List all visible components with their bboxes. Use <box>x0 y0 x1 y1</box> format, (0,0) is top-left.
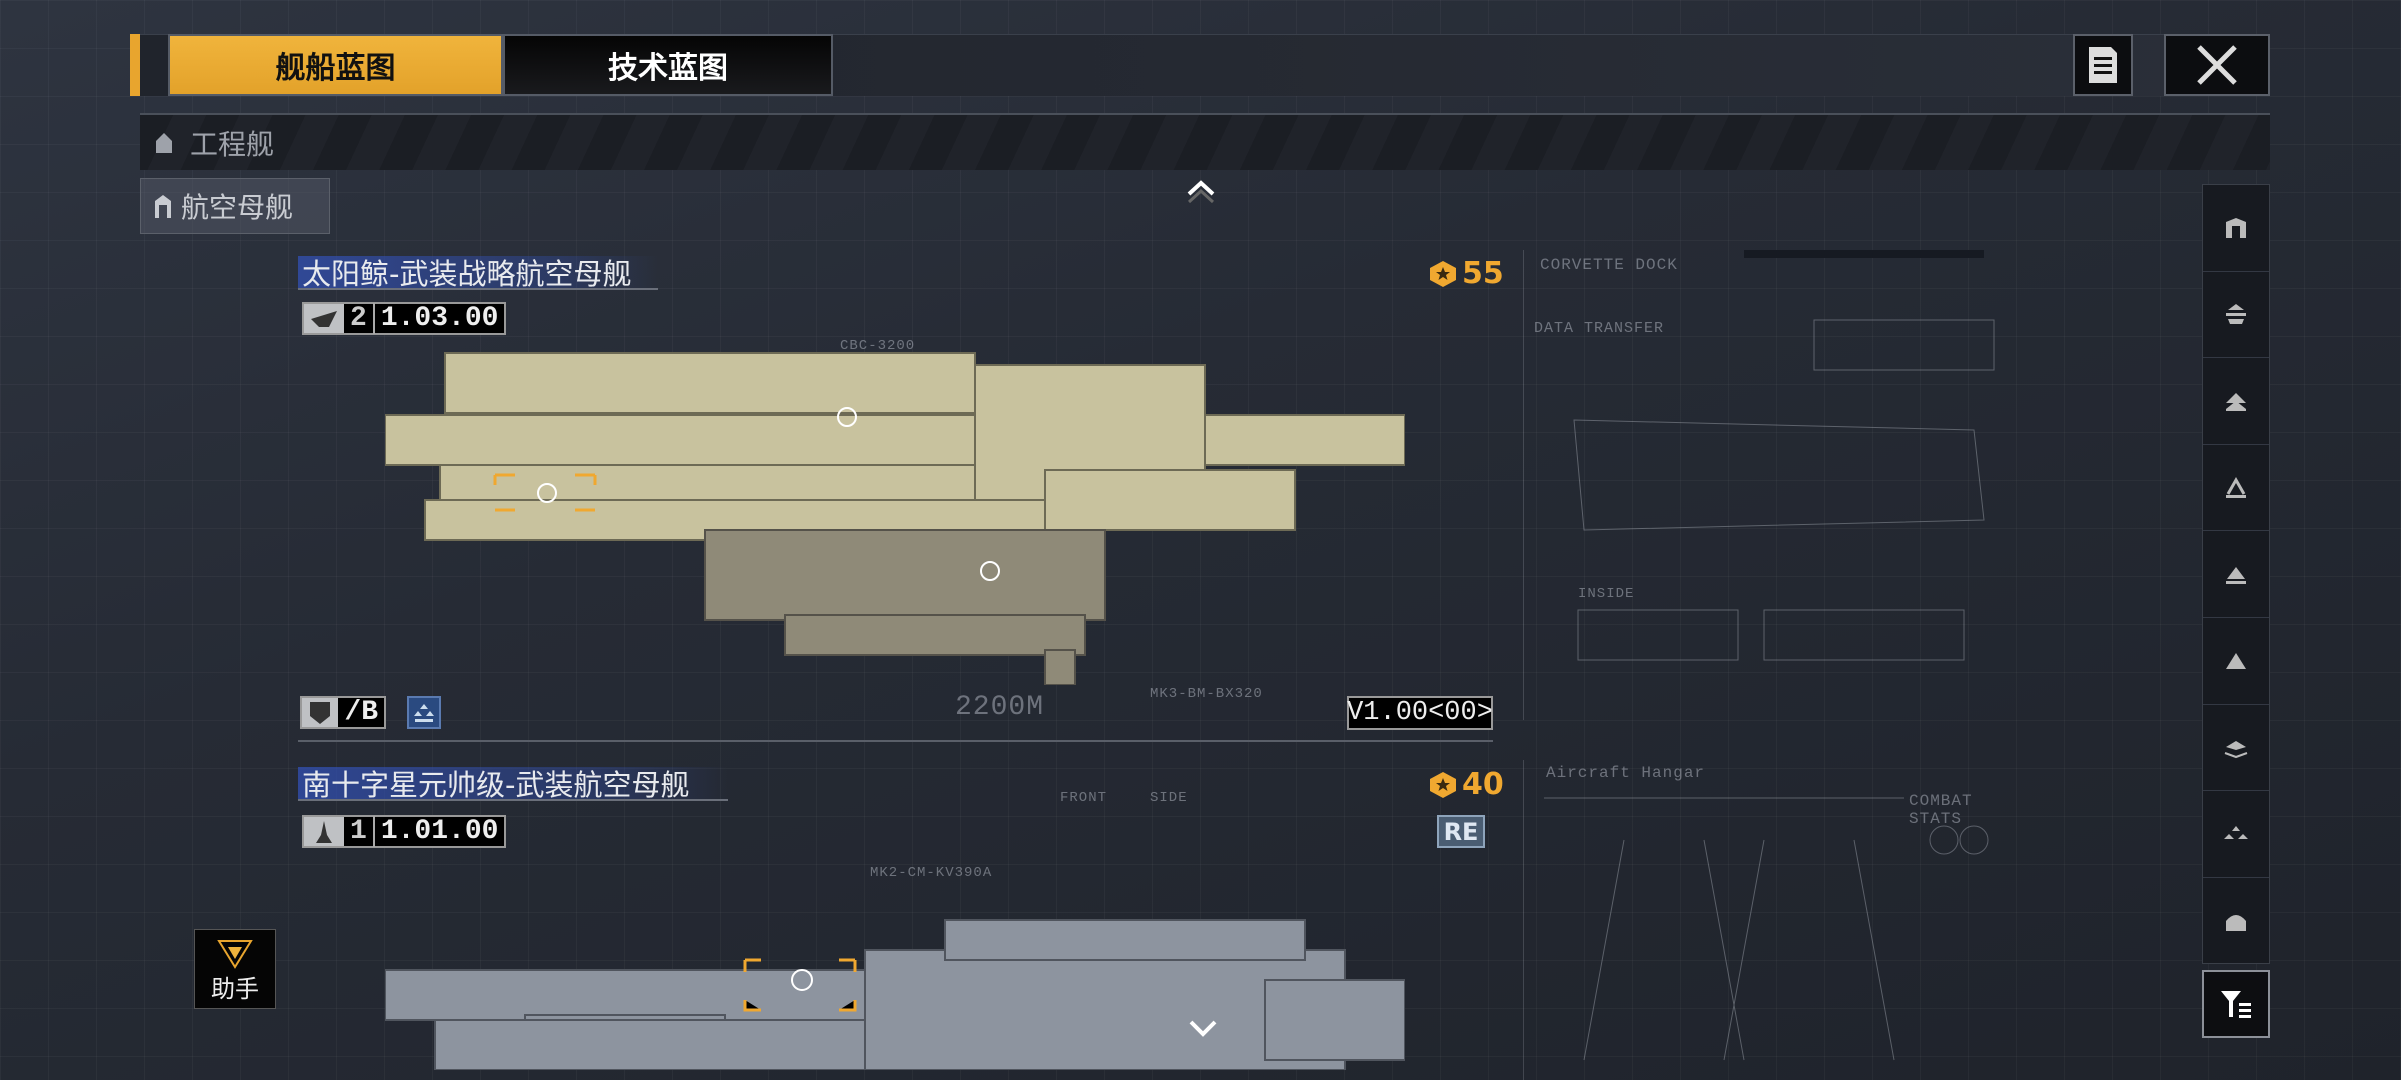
squadron-icon <box>2224 825 2248 839</box>
destroyer-class-icon <box>2226 476 2246 498</box>
scroll-down-chevron-icon[interactable] <box>1188 1016 1218 1040</box>
sidebar-item-hangar[interactable] <box>2203 185 2269 272</box>
ship-name: 太阳鲸-武装战略航空母舰 <box>298 256 658 291</box>
carrier-icon <box>155 195 171 218</box>
squadron-type-badge <box>407 696 441 729</box>
document-list-button[interactable] <box>2073 34 2133 96</box>
sidebar-item-destroyer[interactable] <box>2203 445 2269 532</box>
corvette-class-icon <box>2226 652 2246 669</box>
blueprint-panel-2: Aircraft Hangar COMBAT STATS <box>1523 760 2003 1080</box>
ship-image-sun-whale[interactable] <box>385 345 1405 685</box>
squadron-icon <box>414 703 434 722</box>
rank-star-icon <box>1430 260 1456 287</box>
sidebar-item-squadron[interactable] <box>2203 791 2269 878</box>
accent-stripe <box>130 34 140 96</box>
sidebar-item-frigate[interactable] <box>2203 531 2269 618</box>
sidebar-item-corvette[interactable] <box>2203 618 2269 705</box>
filter-icon <box>2221 991 2251 1018</box>
hangar-icon <box>2226 217 2246 238</box>
shield-icon <box>302 698 339 727</box>
blueprint-version: V1.00<00> <box>1347 696 1493 730</box>
frigate-class-icon <box>2226 567 2246 585</box>
category-label: 航空母舰 <box>181 191 294 224</box>
tier-icon <box>304 304 344 333</box>
ship-score: 40 <box>1428 767 1504 802</box>
document-list-icon <box>2089 47 2117 83</box>
dome-icon <box>2226 915 2246 932</box>
assistant-label: 助手 <box>211 975 259 1003</box>
ship-designation: MK3-BM-BX320 <box>1150 686 1263 702</box>
assistant-button[interactable]: 助手 <box>194 929 276 1009</box>
category-carrier[interactable]: 航空母舰 <box>140 178 330 234</box>
ship-designation: MK2-CM-KV390A <box>870 865 993 881</box>
sidebar-item-carrier[interactable] <box>2203 272 2269 359</box>
tab-ship-blueprint[interactable]: 舰船蓝图 <box>168 34 503 96</box>
sidebar-item-cruiser[interactable] <box>2203 358 2269 445</box>
filter-button[interactable] <box>2202 970 2270 1038</box>
tab-tech-blueprint[interactable]: 技术蓝图 <box>503 34 833 96</box>
scroll-up-chevron-icon[interactable] <box>1186 178 1216 204</box>
grade-badge: /B <box>300 696 386 729</box>
category-engineering[interactable]: 工程舰 <box>140 113 2270 170</box>
ship-name: 南十字星元帅级-武装航空母舰 <box>298 767 728 802</box>
refit-tag: RE <box>1437 815 1485 848</box>
category-label: 工程舰 <box>190 127 275 161</box>
engineering-ship-icon <box>156 132 172 153</box>
rank-star-icon <box>1430 771 1456 798</box>
ship-length: 2200M <box>955 692 1045 723</box>
sidebar-item-dome[interactable] <box>2203 878 2269 965</box>
part-label: CBC-3200 <box>840 338 916 354</box>
divider-ruler <box>298 740 1493 742</box>
tier-icon <box>304 817 344 846</box>
fighter-class-icon <box>2224 741 2248 759</box>
sidebar-item-fighter[interactable] <box>2203 705 2269 792</box>
cruiser-class-icon <box>2226 392 2246 411</box>
close-button[interactable] <box>2164 34 2270 96</box>
ship-image-southern-cross[interactable] <box>385 910 1405 1070</box>
blueprint-panel-1: CORVETTE DOCK DATA TRANSFER INSIDE <box>1523 250 2003 720</box>
front-label: FRONT <box>1060 790 1108 806</box>
assistant-icon <box>217 940 253 969</box>
side-label: SIDE <box>1150 790 1188 806</box>
ship-class-sidebar <box>2202 184 2270 964</box>
close-icon <box>2197 45 2237 85</box>
ship-score: 55 <box>1428 256 1504 291</box>
carrier-class-icon <box>2226 304 2246 325</box>
